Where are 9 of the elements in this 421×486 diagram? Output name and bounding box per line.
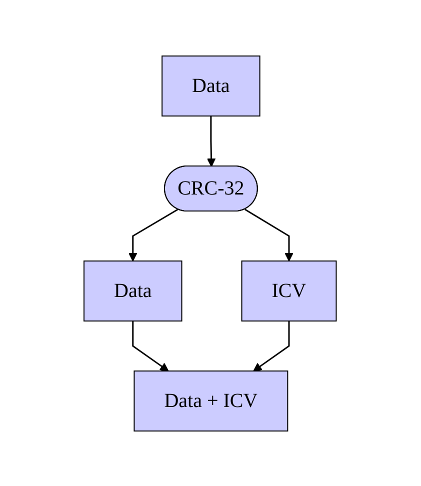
node-box: Data [162, 55, 261, 116]
arrow [244, 208, 294, 261]
node-box: Data [84, 260, 183, 321]
arrow [128, 208, 179, 261]
node-box: Data + ICV [134, 370, 289, 431]
arrow [254, 320, 290, 371]
arrow [132, 320, 170, 371]
node-box: ICV [242, 260, 338, 321]
arrow [207, 116, 216, 166]
